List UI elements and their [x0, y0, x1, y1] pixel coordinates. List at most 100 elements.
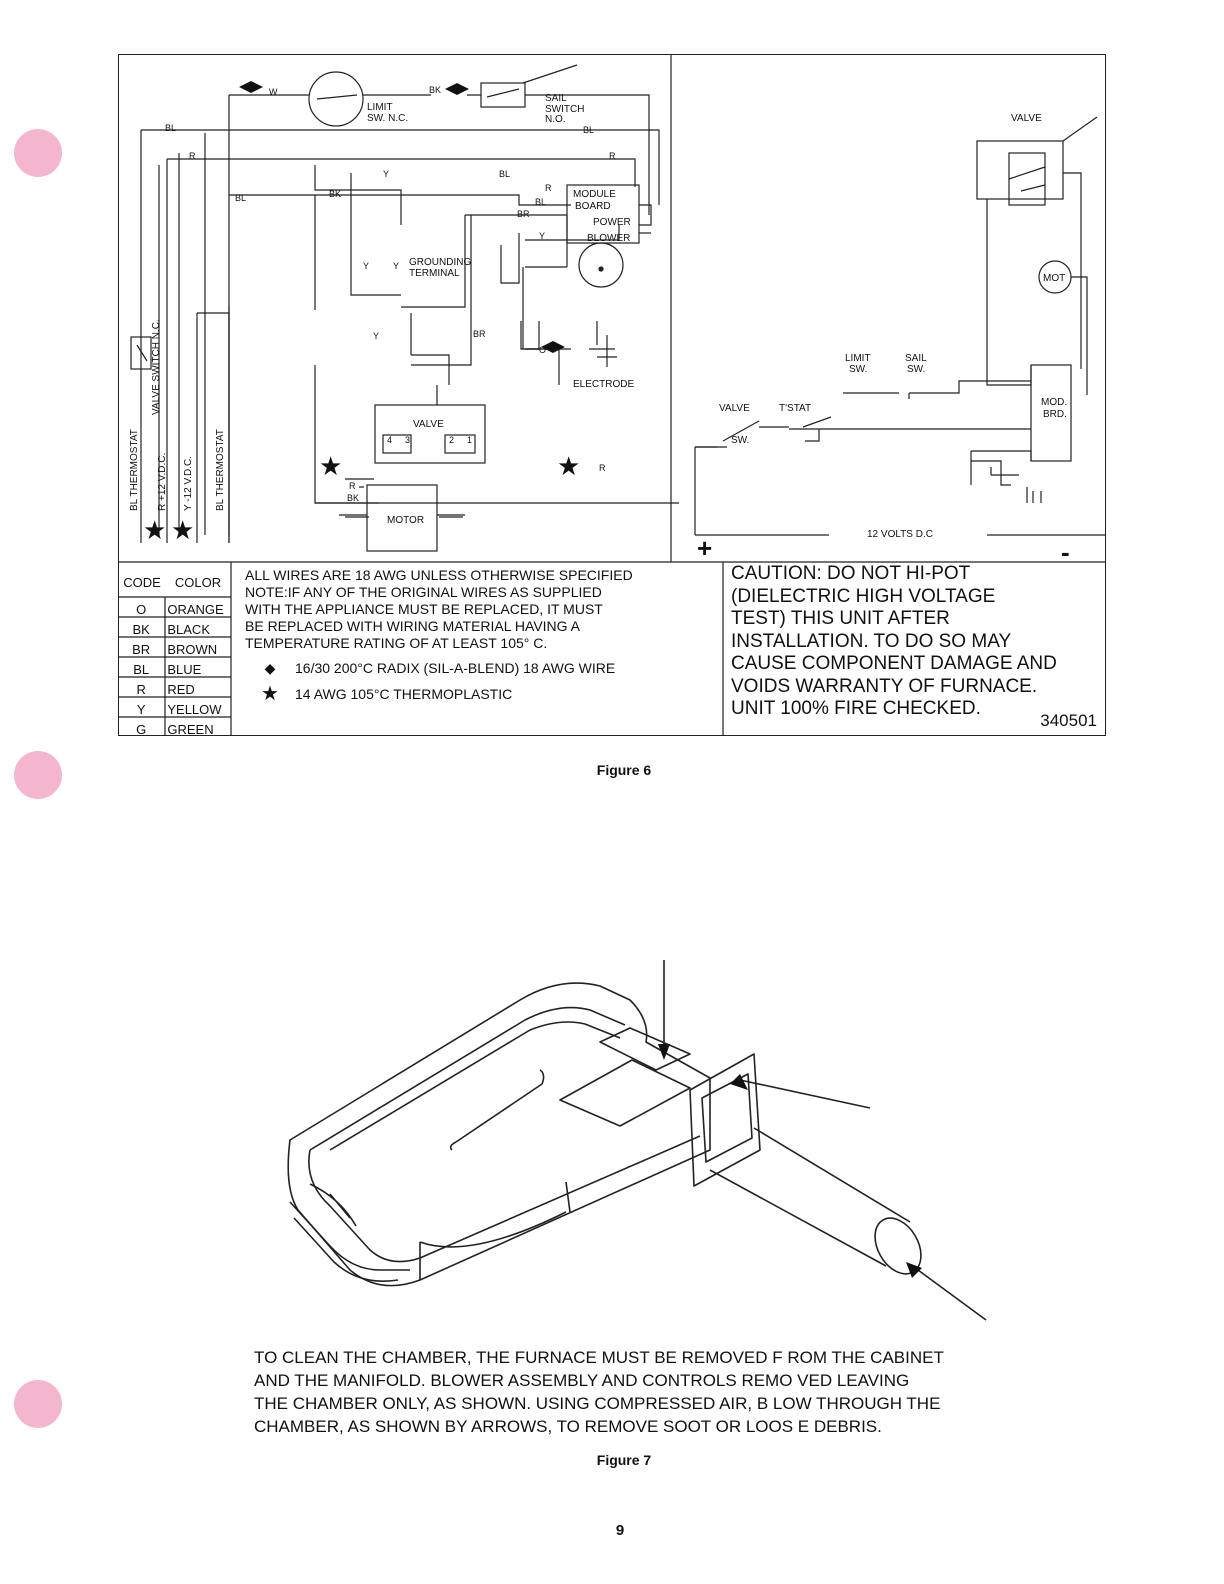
- svg-text:MODULE: MODULE: [573, 189, 616, 200]
- svg-text:ELECTRODE: ELECTRODE: [573, 379, 634, 390]
- svg-text:BL: BL: [235, 193, 246, 203]
- svg-text:R: R: [189, 151, 196, 161]
- svg-text:W: W: [269, 87, 278, 97]
- svg-text:SW.: SW.: [849, 364, 867, 375]
- svg-text:BK: BK: [429, 85, 441, 95]
- svg-text:BOARD: BOARD: [575, 201, 611, 212]
- svg-text:Y: Y: [383, 169, 389, 179]
- svg-text:Y: Y: [363, 261, 369, 271]
- svg-text:4: 4: [387, 435, 392, 445]
- svg-text:BL: BL: [583, 125, 594, 135]
- svg-text:VALVE: VALVE: [1011, 113, 1042, 124]
- star-note: 14 AWG 105°C THERMOPLASTIC: [295, 686, 513, 702]
- legend-row: G GREEN: [136, 721, 214, 737]
- svg-text:N.O.: N.O.: [545, 114, 566, 125]
- legend-header-color: COLOR: [174, 574, 222, 590]
- caution-line: CAUSE COMPONENT DAMAGE AND: [731, 653, 1057, 674]
- legend-row: R RED: [136, 681, 195, 697]
- figure6-caption: Figure 6: [596, 762, 652, 778]
- svg-text:R: R: [349, 481, 356, 491]
- legend-row: BR BROWN: [132, 641, 218, 657]
- svg-text:SW.: SW.: [731, 435, 749, 446]
- diamond-icon: ◆: [264, 660, 276, 676]
- svg-text:R: R: [599, 463, 606, 473]
- svg-text:1: 1: [467, 435, 472, 445]
- caution-line: TEST) THIS UNIT AFTER: [731, 608, 950, 629]
- note-line: WITH THE APPLIANCE MUST BE REPLACED, IT …: [245, 601, 603, 617]
- instruction-line: THE CHAMBER ONLY, AS SHOWN. USING COMPRE…: [254, 1394, 941, 1413]
- caution-line: (DIELECTRIC HIGH VOLTAGE: [731, 585, 996, 607]
- svg-text:VALVE: VALVE: [413, 419, 444, 430]
- svg-text:BR: BR: [473, 329, 486, 339]
- svg-text:★: ★: [557, 451, 580, 481]
- svg-text:SAIL: SAIL: [545, 93, 567, 104]
- svg-text:SAIL: SAIL: [905, 353, 927, 364]
- note-line: TEMPERATURE RATING OF AT LEAST 105° C.: [245, 635, 548, 651]
- caution-line: INSTALLATION. TO DO SO MAY: [731, 630, 1012, 652]
- svg-text:BK: BK: [347, 493, 359, 503]
- instruction-line: AND THE MANIFOLD. BLOWER ASSEMBLY AND CO…: [254, 1371, 910, 1390]
- svg-text:BL THERMOSTAT: BL THERMOSTAT: [215, 429, 226, 511]
- svg-text:3: 3: [405, 435, 410, 445]
- svg-text:★: ★: [143, 515, 166, 545]
- svg-text:LIMIT: LIMIT: [367, 102, 393, 113]
- svg-text:★: ★: [319, 451, 342, 481]
- svg-text:BL: BL: [535, 197, 546, 207]
- note-line: ALL WIRES ARE 18 AWG UNLESS OTHERWISE SP…: [245, 567, 633, 583]
- svg-text:TERMINAL: TERMINAL: [409, 268, 460, 279]
- svg-text:BLOWER: BLOWER: [587, 233, 630, 244]
- punch-hole-middle: [14, 751, 62, 799]
- caution-line: VOIDS WARRANTY OF FURNACE.: [731, 675, 1038, 697]
- svg-text:Y: Y: [539, 231, 545, 241]
- svg-text:BL THERMOSTAT: BL THERMOSTAT: [129, 429, 140, 511]
- svg-text:O: O: [539, 345, 546, 355]
- star-icon: ★: [261, 683, 279, 705]
- svg-text:SWITCH: SWITCH: [545, 104, 584, 115]
- svg-text:12 VOLTS D.C: 12 VOLTS D.C: [867, 529, 933, 540]
- legend-row: BK BLACK: [132, 621, 211, 637]
- svg-text:T'STAT: T'STAT: [779, 403, 811, 414]
- wiring-diagram: ★ ★ ★ ★ LIMIT SW. N.C. SAIL SWITCH N.O. …: [119, 55, 1105, 735]
- combustion-chamber-illustration: [287, 960, 987, 1321]
- svg-text:R: R: [609, 151, 616, 161]
- svg-text:BL: BL: [165, 123, 176, 133]
- note-line: NOTE:IF ANY OF THE ORIGINAL WIRES AS SUP…: [245, 584, 602, 600]
- page-number: 9: [615, 1522, 625, 1539]
- svg-text:MOT: MOT: [1043, 273, 1065, 284]
- svg-text:POWER: POWER: [593, 217, 631, 228]
- note-line: BE REPLACED WITH WIRING MATERIAL HAVING …: [245, 618, 581, 634]
- diamond-note: 16/30 200°C RADIX (SIL-A-BLEND) 18 AWG W…: [295, 660, 616, 676]
- svg-text:LIMIT: LIMIT: [845, 353, 871, 364]
- svg-text:Y -12 V.D.C.: Y -12 V.D.C.: [183, 456, 194, 511]
- instruction-line: TO CLEAN THE CHAMBER, THE FURNACE MUST B…: [254, 1348, 944, 1367]
- legend-row: O ORANGE: [136, 601, 224, 617]
- svg-text:MOTOR: MOTOR: [387, 515, 424, 526]
- caution-block: CAUTION: DO NOT HI-POT (DIELECTRIC HIGH …: [731, 563, 1101, 721]
- svg-text:2: 2: [449, 435, 454, 445]
- wiring-diagram-frame: ★ ★ ★ ★ LIMIT SW. N.C. SAIL SWITCH N.O. …: [118, 54, 1106, 739]
- punch-hole-top: [14, 129, 62, 177]
- part-number: 340501: [1040, 711, 1097, 730]
- svg-text:MOD.: MOD.: [1041, 397, 1067, 408]
- svg-text:Y: Y: [393, 261, 399, 271]
- punch-hole-bottom: [14, 1380, 62, 1428]
- cleaning-instructions: TO CLEAN THE CHAMBER, THE FURNACE MUST B…: [254, 1346, 1014, 1438]
- legend-header-code: CODE: [123, 574, 161, 590]
- instruction-line: CHAMBER, AS SHOWN BY ARROWS, TO REMOVE S…: [254, 1417, 882, 1436]
- wiring-notes: ALL WIRES ARE 18 AWG UNLESS OTHERWISE SP…: [245, 567, 715, 705]
- svg-text:BL: BL: [499, 169, 510, 179]
- svg-text:R +12 V.D.C.: R +12 V.D.C.: [157, 453, 168, 511]
- caution-line: CAUTION: DO NOT HI-POT: [731, 563, 971, 584]
- svg-text:VALVE: VALVE: [719, 403, 750, 414]
- svg-text:+: +: [697, 533, 712, 563]
- svg-text:BR: BR: [517, 209, 530, 219]
- svg-text:VALVE SWITCH N.C.: VALVE SWITCH N.C.: [151, 319, 162, 415]
- svg-text:R: R: [545, 183, 552, 193]
- color-legend: CODE COLOR O ORANGE BK BLACK BR BROWN BL…: [119, 569, 231, 739]
- svg-text:BK: BK: [329, 189, 341, 199]
- svg-text:SW.: SW.: [907, 364, 925, 375]
- caution-line: UNIT 100% FIRE CHECKED.: [731, 698, 981, 719]
- svg-text:★: ★: [171, 515, 194, 545]
- svg-text:GROUNDING: GROUNDING: [409, 257, 471, 268]
- svg-text:BRD.: BRD.: [1043, 409, 1067, 420]
